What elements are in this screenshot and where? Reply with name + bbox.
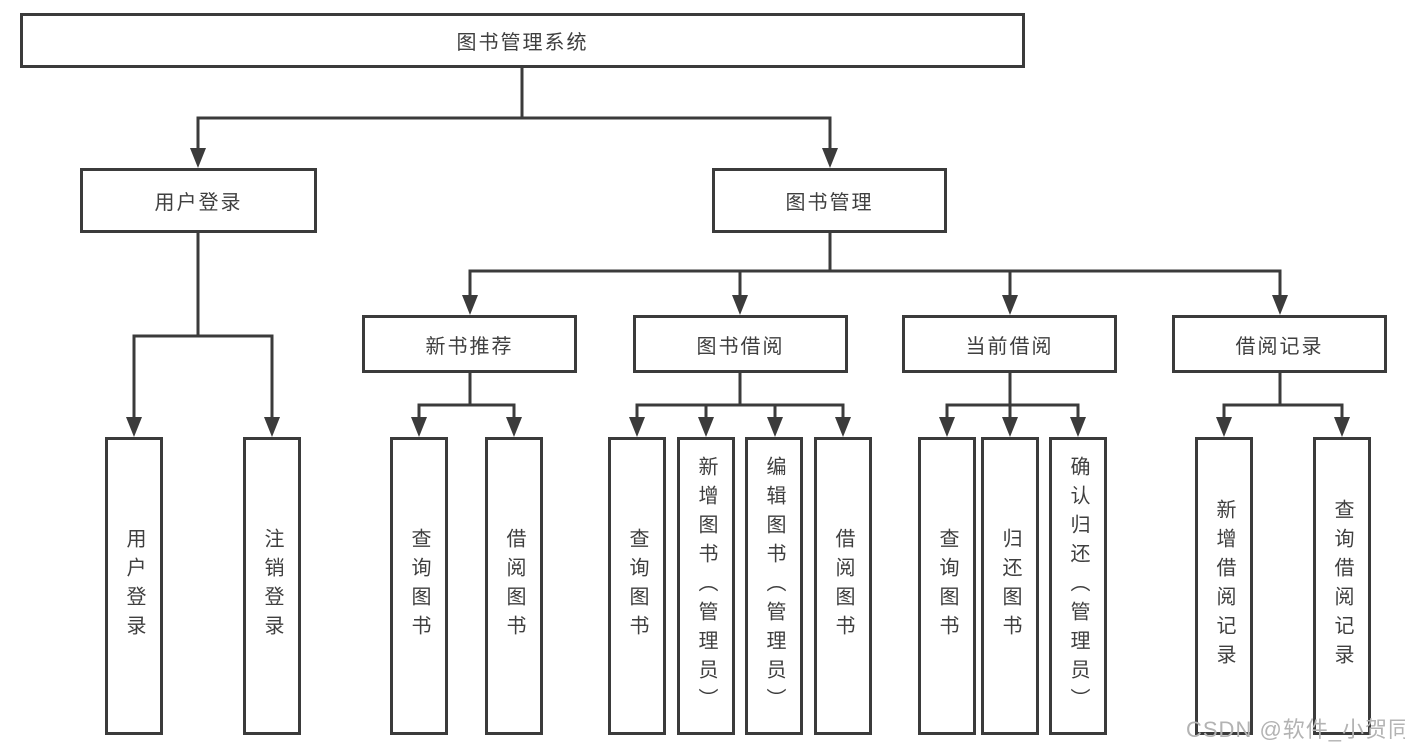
node-user-login-group: 用户登录 bbox=[80, 168, 317, 233]
node-current-borrow-label: 当前借阅 bbox=[965, 335, 1054, 358]
leaf-query-books-1: 查询图书 bbox=[390, 437, 448, 735]
node-book-borrow: 图书借阅 bbox=[633, 315, 848, 373]
leaf-confirm-return-admin-label: 确认归还（管理员） bbox=[1067, 455, 1089, 717]
csdn-watermark: CSDN @软件_小贺同学 bbox=[1186, 717, 1405, 742]
leaf-add-books-admin: 新增图书（管理员） bbox=[677, 437, 735, 735]
leaf-user-login-label: 用户登录 bbox=[123, 528, 145, 644]
leaf-add-books-admin-label: 新增图书（管理员） bbox=[695, 455, 717, 717]
node-library-system: 图书管理系统 bbox=[20, 13, 1025, 68]
leaf-edit-books-admin-label: 编辑图书（管理员） bbox=[763, 455, 785, 717]
leaf-borrow-books-1: 借阅图书 bbox=[485, 437, 543, 735]
leaf-query-books-2: 查询图书 bbox=[608, 437, 666, 735]
leaf-add-borrow-record: 新增借阅记录 bbox=[1195, 437, 1253, 735]
node-borrow-records-label: 借阅记录 bbox=[1235, 335, 1324, 358]
leaf-borrow-books-1-label: 借阅图书 bbox=[503, 528, 525, 644]
leaf-confirm-return-admin: 确认归还（管理员） bbox=[1049, 437, 1107, 735]
node-book-management: 图书管理 bbox=[712, 168, 947, 233]
leaf-borrow-books-2-label: 借阅图书 bbox=[832, 528, 854, 644]
node-book-borrow-label: 图书借阅 bbox=[696, 335, 785, 358]
node-new-book-recommend-label: 新书推荐 bbox=[425, 335, 514, 358]
leaf-query-books-3-label: 查询图书 bbox=[936, 528, 958, 644]
leaf-logout-label: 注销登录 bbox=[261, 528, 283, 644]
leaf-query-books-2-label: 查询图书 bbox=[626, 528, 648, 644]
node-borrow-records: 借阅记录 bbox=[1172, 315, 1387, 373]
leaf-add-borrow-record-label: 新增借阅记录 bbox=[1213, 499, 1235, 673]
node-book-management-label: 图书管理 bbox=[785, 192, 874, 214]
leaf-logout: 注销登录 bbox=[243, 437, 301, 735]
node-new-book-recommend: 新书推荐 bbox=[362, 315, 577, 373]
leaf-return-books-label: 归还图书 bbox=[999, 528, 1021, 644]
leaf-query-books-3: 查询图书 bbox=[918, 437, 976, 735]
leaf-return-books: 归还图书 bbox=[981, 437, 1039, 735]
leaf-query-books-1-label: 查询图书 bbox=[408, 528, 430, 644]
leaf-user-login: 用户登录 bbox=[105, 437, 163, 735]
leaf-query-borrow-record: 查询借阅记录 bbox=[1313, 437, 1371, 735]
leaf-edit-books-admin: 编辑图书（管理员） bbox=[745, 437, 803, 735]
node-user-login-group-label: 用户登录 bbox=[154, 192, 243, 214]
leaf-query-borrow-record-label: 查询借阅记录 bbox=[1331, 499, 1353, 673]
node-library-system-label: 图书管理系统 bbox=[456, 32, 589, 54]
node-current-borrow: 当前借阅 bbox=[902, 315, 1117, 373]
leaf-borrow-books-2: 借阅图书 bbox=[814, 437, 872, 735]
